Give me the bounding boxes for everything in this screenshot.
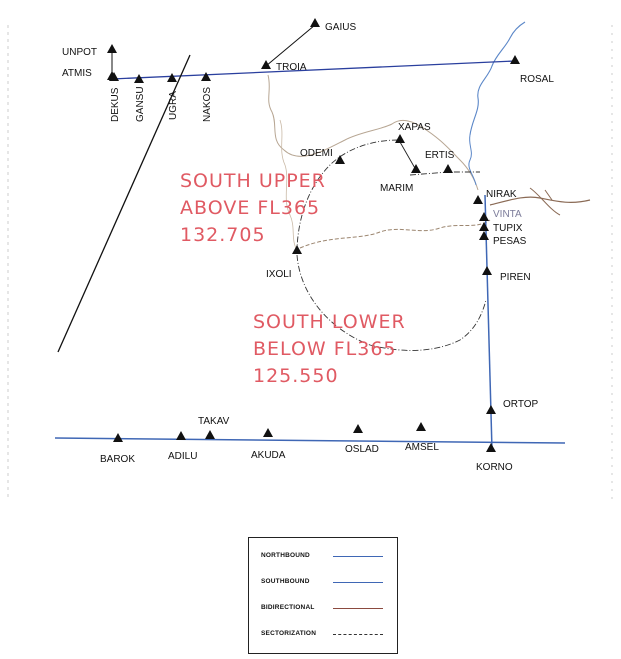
- waypoint-gaius-triangle[interactable]: [310, 18, 320, 27]
- waypoint-piren-triangle[interactable]: [482, 266, 492, 275]
- waypoint-dekus-triangle[interactable]: [109, 72, 119, 81]
- label-marim: MARIM: [380, 183, 413, 194]
- legend-label-sectorization: SECTORIZATION: [261, 630, 317, 637]
- label-barok: BAROK: [100, 454, 135, 465]
- label-atmis: ATMIS: [62, 68, 92, 79]
- label-dekus: DEKUS: [110, 87, 121, 122]
- label-ortop: ORTOP: [503, 399, 539, 410]
- waypoint-xapas-triangle[interactable]: [395, 134, 405, 143]
- label-oslad: OSLAD: [345, 444, 379, 455]
- waypoint-korno-triangle[interactable]: [486, 443, 496, 452]
- waypoint-ortop-triangle[interactable]: [486, 405, 496, 414]
- river-east: [489, 196, 591, 206]
- terrain-boundary-west: [279, 119, 299, 253]
- waypoint-pesas-triangle[interactable]: [479, 231, 489, 240]
- label-gaius: GAIUS: [325, 22, 356, 33]
- coastline-boundary: [267, 74, 479, 191]
- river-east-b: [529, 187, 561, 216]
- label-ertis: ERTIS: [425, 150, 455, 161]
- label-troia: TROIA: [276, 62, 307, 73]
- label-nirak: NIRAK: [486, 189, 517, 200]
- sector-line-xapas-marim: [399, 141, 417, 171]
- sector-line-upper: [296, 139, 399, 251]
- label-adilu: ADILU: [168, 451, 197, 462]
- sector-line-lower: [296, 254, 487, 351]
- label-pesas: PESAS: [493, 236, 527, 247]
- legend-row-northbound: NORTHBOUND: [249, 552, 397, 566]
- legend-label-bidirectional: BIDIRECTIONAL: [261, 604, 315, 611]
- legend-label-southbound: SOUTHBOUND: [261, 578, 310, 585]
- sector-south-upper-frequency: 132.705: [180, 224, 266, 246]
- map-canvas: GAIUS UNPOT ATMIS TROIA ROSAL DEKUS GANS…: [7, 18, 613, 500]
- label-takav: TAKAV: [198, 416, 230, 427]
- route-diagonal-west: [57, 54, 191, 353]
- label-ixoli: IXOLI: [266, 269, 292, 280]
- waypoint-ixoli-triangle[interactable]: [292, 245, 302, 254]
- waypoint-marim-triangle[interactable]: [411, 164, 421, 173]
- label-piren: PIREN: [500, 272, 531, 283]
- label-rosal: ROSAL: [520, 74, 554, 85]
- waypoint-oslad-triangle[interactable]: [353, 424, 363, 433]
- waypoint-barok-triangle[interactable]: [113, 433, 123, 442]
- waypoint-unpot-triangle[interactable]: [107, 44, 117, 53]
- river-north: [469, 21, 526, 136]
- waypoint-vinta-triangle[interactable]: [479, 212, 489, 221]
- legend-line-northbound: [333, 556, 383, 557]
- label-korno: KORNO: [476, 462, 513, 473]
- label-gansu: GANSU: [135, 86, 146, 122]
- waypoint-tupix-triangle[interactable]: [479, 222, 489, 231]
- waypoint-rosal-triangle[interactable]: [510, 55, 520, 64]
- waypoint-troia-triangle[interactable]: [261, 60, 271, 69]
- label-tupix: TUPIX: [493, 223, 523, 234]
- route-southern: [54, 437, 566, 444]
- legend-row-southbound: SOUTHBOUND: [249, 578, 397, 592]
- waypoint-amsel-triangle[interactable]: [416, 422, 426, 431]
- waypoint-odemi-triangle[interactable]: [335, 155, 345, 164]
- waypoint-adilu-triangle[interactable]: [176, 431, 186, 440]
- airspace-map: GAIUS UNPOT ATMIS TROIA ROSAL DEKUS GANS…: [7, 18, 613, 500]
- legend-label-northbound: NORTHBOUND: [261, 552, 310, 559]
- label-unpot: UNPOT: [62, 47, 97, 58]
- waypoint-gansu-triangle[interactable]: [134, 74, 144, 83]
- sector-south-upper-name: SOUTH UPPER: [180, 170, 326, 192]
- legend-line-sectorization: [333, 634, 383, 635]
- sector-south-lower-name: SOUTH LOWER: [253, 311, 406, 333]
- label-akuda: AKUDA: [251, 450, 286, 461]
- river-north-b: [468, 134, 477, 186]
- sector-south-lower-level: BELOW FL365: [253, 338, 397, 360]
- sector-south-lower-frequency: 125.550: [253, 365, 339, 387]
- waypoint-ertis-triangle[interactable]: [443, 164, 453, 173]
- label-odemi: ODEMI: [300, 148, 333, 159]
- label-ugra: UGRA: [168, 91, 179, 120]
- waypoint-nakos-triangle[interactable]: [201, 72, 211, 81]
- waypoint-akuda-triangle[interactable]: [263, 428, 273, 437]
- legend-row-bidirectional: BIDIRECTIONAL: [249, 604, 397, 618]
- river-border-middle: [299, 219, 491, 249]
- waypoint-markers: [107, 18, 520, 452]
- label-vinta: VINTA: [493, 209, 522, 220]
- waypoint-nirak-triangle[interactable]: [473, 195, 483, 204]
- waypoint-takav-triangle[interactable]: [205, 430, 215, 439]
- legend-row-sectorization: SECTORIZATION: [249, 630, 397, 644]
- route-gaius-troia: [265, 24, 316, 67]
- route-atmis-rosal: [111, 60, 516, 80]
- label-amsel: AMSEL: [405, 442, 439, 453]
- label-xapas: XAPAS: [398, 122, 431, 133]
- legend-line-southbound: [333, 582, 383, 583]
- map-legend: NORTHBOUND SOUTHBOUND BIDIRECTIONAL SECT…: [248, 537, 398, 654]
- legend-line-bidirectional: [333, 608, 383, 609]
- waypoint-ugra-triangle[interactable]: [167, 73, 177, 82]
- label-nakos: NAKOS: [202, 87, 213, 122]
- sector-south-upper-level: ABOVE FL365: [180, 197, 320, 219]
